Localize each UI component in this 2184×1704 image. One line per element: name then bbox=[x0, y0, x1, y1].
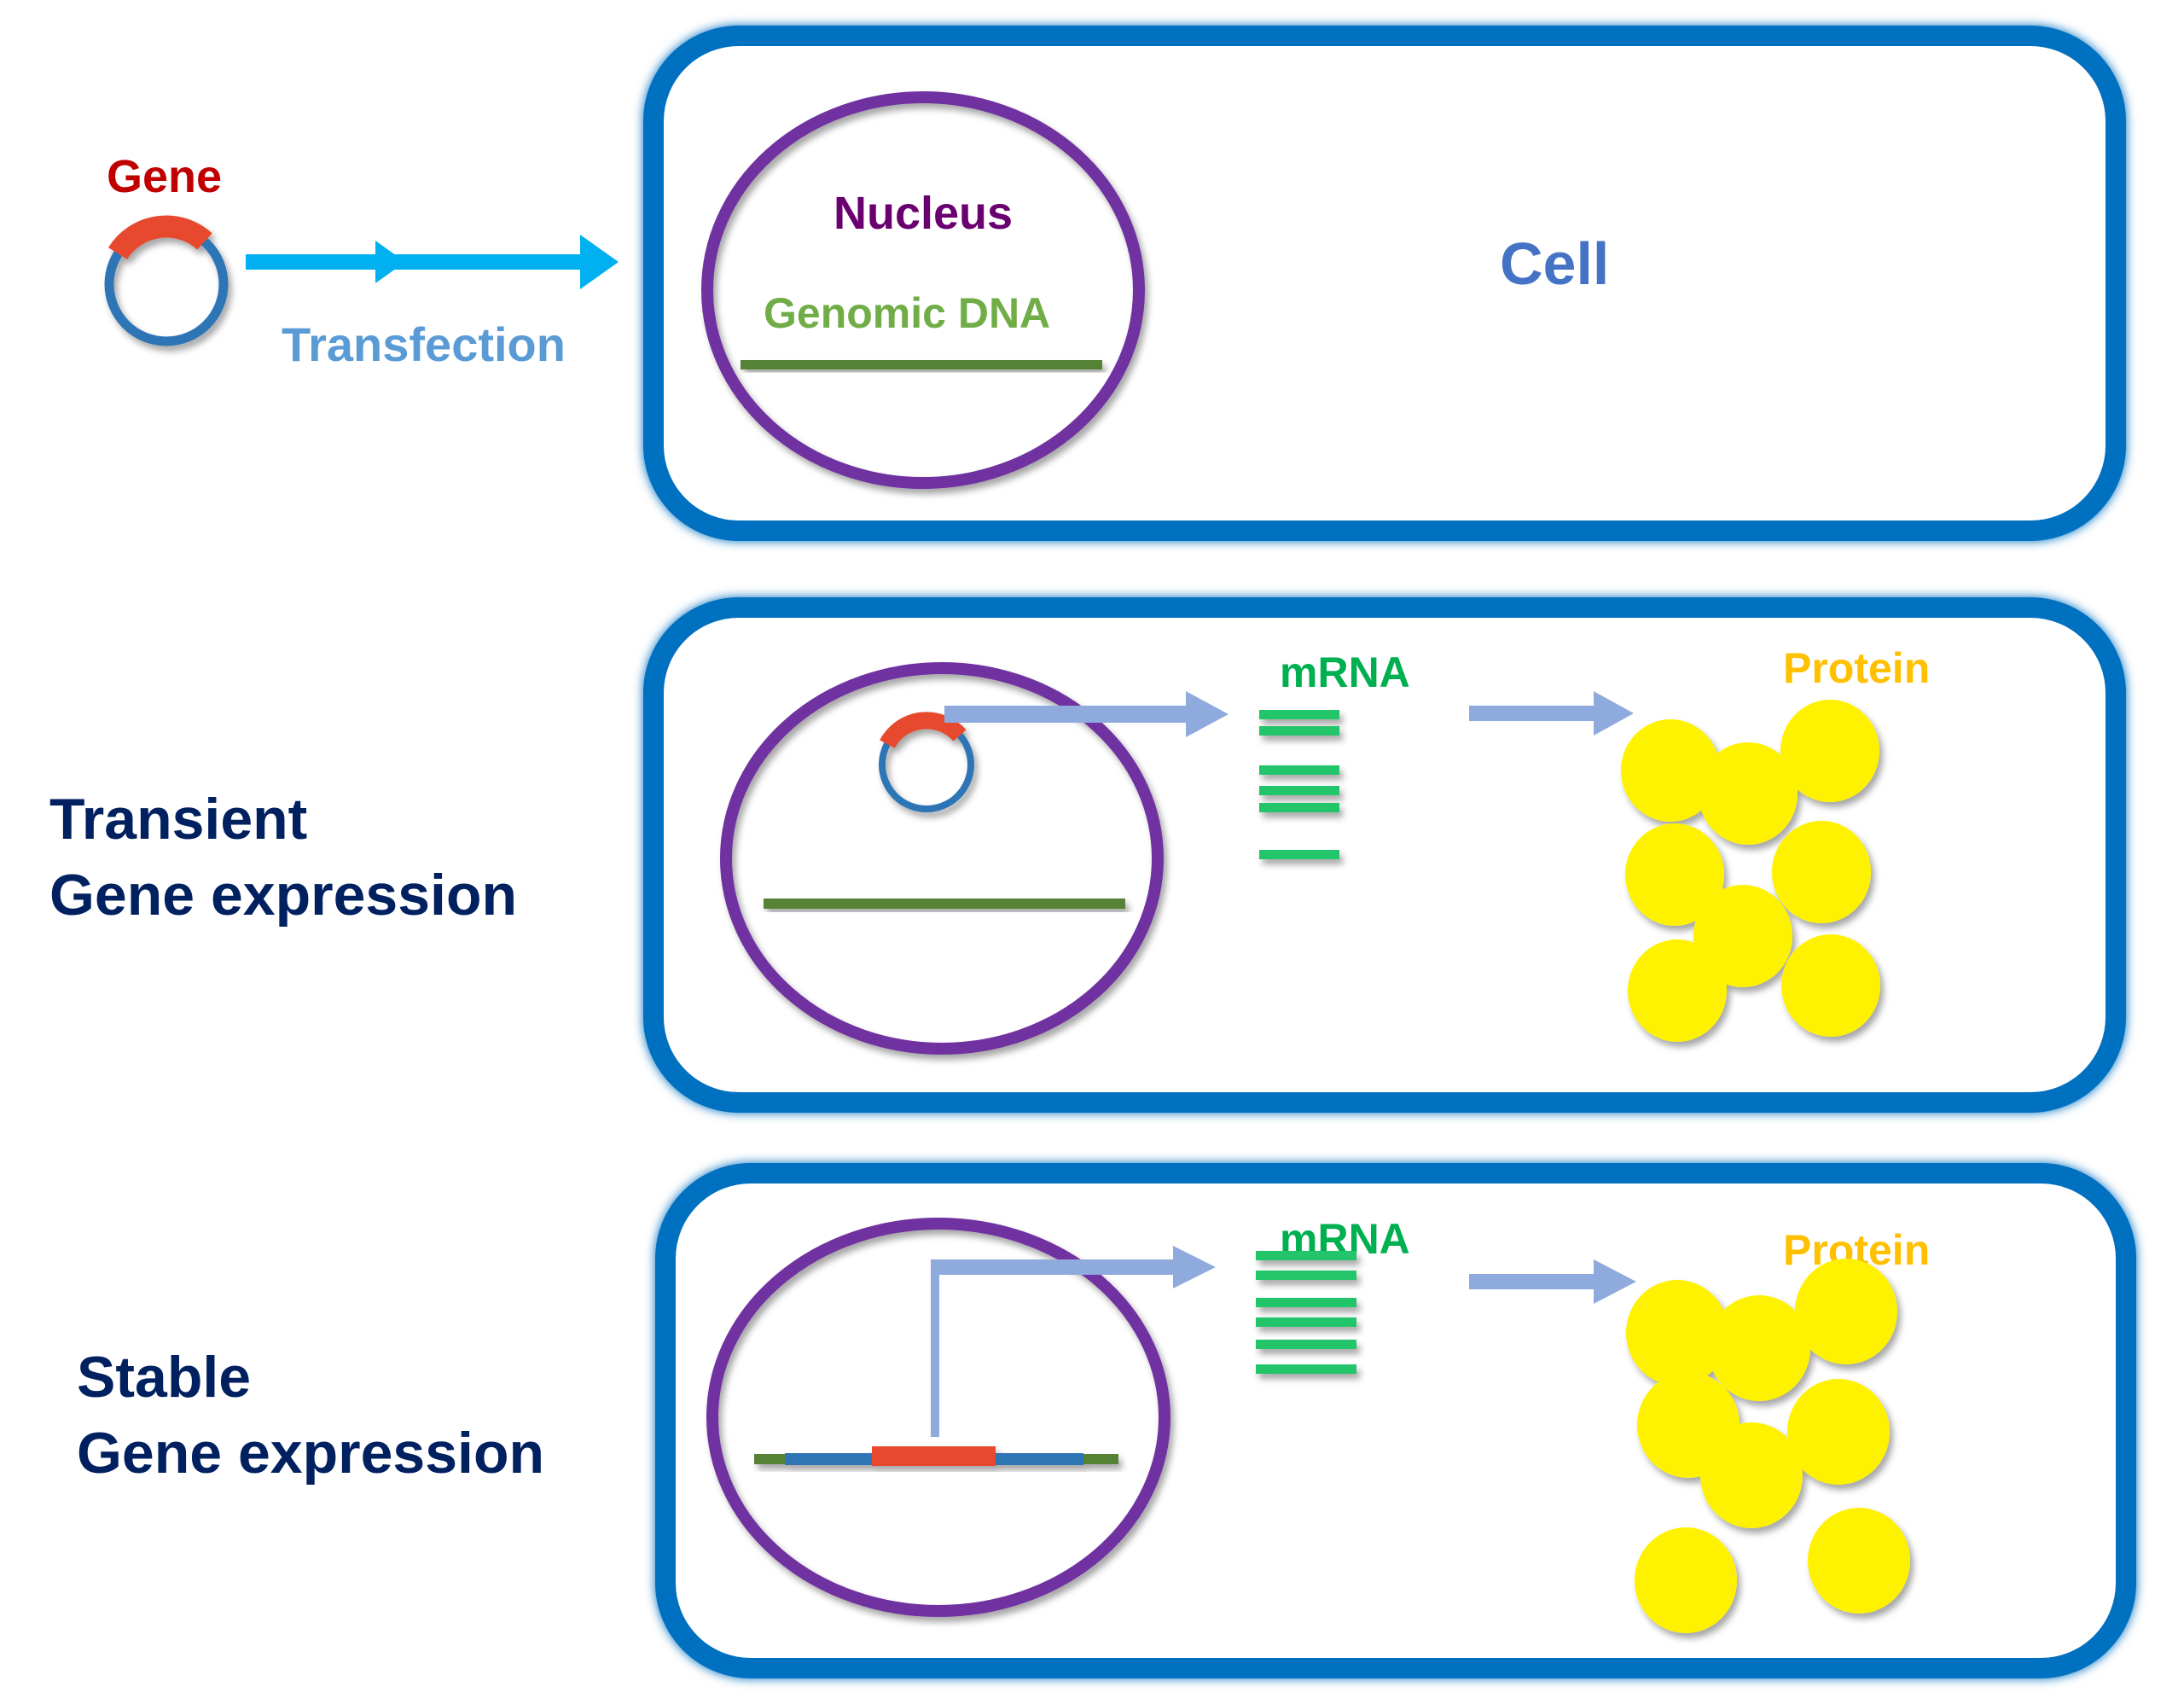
transfection-arrowhead-icon bbox=[580, 235, 619, 289]
transient-label-line2: Gene expression bbox=[49, 863, 517, 928]
protein-molecule bbox=[1708, 1295, 1810, 1401]
mrna-label: mRNA bbox=[1280, 648, 1410, 696]
protein-molecule bbox=[1787, 1379, 1890, 1485]
cell-label: Cell bbox=[1500, 230, 1609, 297]
promoter-arrow-icon bbox=[931, 1246, 1216, 1437]
transfection-label: Transfection bbox=[282, 317, 566, 371]
nucleus bbox=[701, 91, 1145, 489]
mrna-strand bbox=[1256, 1298, 1356, 1307]
transient-label-line1: Transient bbox=[49, 787, 307, 852]
gene-insert-icon bbox=[880, 712, 967, 749]
panel-transient: Transient Gene expression mRNA Protein bbox=[49, 597, 2126, 1113]
gene-insert-icon bbox=[872, 1446, 996, 1466]
protein-molecule bbox=[1808, 1508, 1910, 1614]
protein-molecule bbox=[1628, 939, 1727, 1042]
stable-label-line1: Stable bbox=[77, 1345, 251, 1410]
protein-cluster bbox=[1621, 700, 1880, 1042]
protein-molecule bbox=[1699, 742, 1798, 845]
protein-molecule bbox=[1635, 1527, 1737, 1633]
genomic-dna-label: Genomic DNA bbox=[764, 289, 1050, 337]
protein-molecule bbox=[1780, 700, 1879, 802]
mrna-strand bbox=[1256, 1364, 1356, 1374]
protein-cluster bbox=[1626, 1259, 1910, 1633]
transfection-arrow-body bbox=[246, 254, 595, 270]
protein-molecule bbox=[1781, 934, 1880, 1037]
protein-molecule bbox=[1626, 1280, 1728, 1386]
stable-label-line2: Gene expression bbox=[77, 1421, 544, 1486]
mrna-strand bbox=[1259, 710, 1339, 719]
nucleus-label: Nucleus bbox=[834, 188, 1013, 239]
genomic-dna-strand bbox=[741, 360, 1102, 369]
protein-molecule bbox=[1700, 1422, 1803, 1528]
nucleus bbox=[720, 662, 1164, 1055]
integrated-gene bbox=[754, 1446, 1118, 1466]
protein-molecule bbox=[1621, 719, 1720, 822]
episomal-plasmid-icon bbox=[879, 712, 974, 812]
mrna-strand bbox=[1256, 1340, 1356, 1349]
transcription-arrow-icon bbox=[944, 691, 1228, 737]
protein-label: Protein bbox=[1783, 644, 1930, 692]
mrna-strand bbox=[1256, 1251, 1356, 1260]
panel-transfection: Gene Transfection Nucleus Genomic DNA Ce… bbox=[104, 26, 2126, 541]
panel-stable: Stable Gene expression mRNA Protein bbox=[77, 1163, 2136, 1678]
gene-insert-icon bbox=[107, 215, 212, 260]
mrna-stack bbox=[1256, 1251, 1356, 1374]
nucleus bbox=[706, 1218, 1170, 1617]
mrna-strand bbox=[1259, 765, 1339, 775]
genomic-dna-strand bbox=[764, 899, 1125, 909]
mrna-strand bbox=[1259, 786, 1339, 795]
cell-membrane bbox=[643, 26, 2126, 541]
translation-arrow-icon bbox=[1469, 691, 1634, 736]
mrna-strand bbox=[1256, 1271, 1356, 1280]
protein-molecule bbox=[1795, 1259, 1897, 1364]
mrna-strand bbox=[1259, 726, 1339, 736]
protein-molecule bbox=[1625, 823, 1724, 926]
mrna-strand bbox=[1256, 1317, 1356, 1327]
mrna-strand bbox=[1259, 803, 1339, 812]
protein-molecule bbox=[1693, 885, 1792, 987]
plasmid-icon bbox=[104, 215, 229, 346]
mrna-stack bbox=[1259, 710, 1339, 859]
translation-arrow-icon bbox=[1469, 1259, 1636, 1304]
gene-label: Gene bbox=[107, 151, 222, 202]
mrna-strand bbox=[1259, 850, 1339, 859]
protein-molecule bbox=[1772, 821, 1871, 923]
